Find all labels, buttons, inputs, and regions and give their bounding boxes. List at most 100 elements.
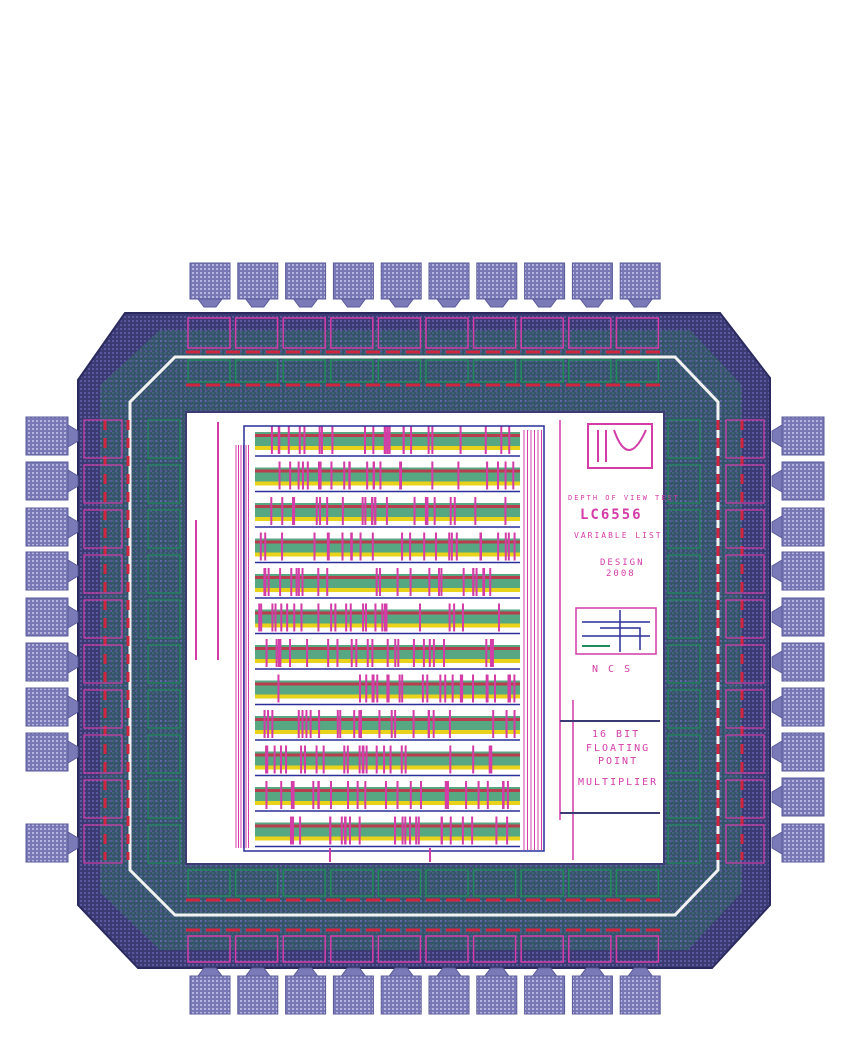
io-cell (520, 317, 564, 349)
io-cell (615, 317, 660, 349)
bond-pad-top (237, 262, 279, 308)
io-cell (83, 509, 123, 549)
io-cell (377, 317, 422, 349)
io-cell (234, 317, 279, 349)
bond-pad-right (771, 732, 825, 772)
io-cell (83, 554, 123, 594)
io-cell (472, 317, 517, 349)
label-divider (560, 720, 660, 722)
io-cell (667, 419, 701, 459)
io-cell (472, 869, 517, 897)
io-cell (187, 359, 231, 383)
standard-cell-row (255, 497, 520, 528)
io-cell (667, 599, 701, 639)
io-cell (147, 779, 181, 819)
standard-cell-row (255, 745, 520, 777)
bond-pad-top (619, 262, 661, 308)
io-cell (425, 869, 469, 897)
io-cell (425, 935, 469, 963)
bond-pad-bottom (237, 967, 279, 1015)
io-cell (83, 824, 123, 864)
bond-pad-left (25, 642, 79, 682)
bond-pad-top (189, 262, 231, 308)
bond-pad-right (771, 642, 825, 682)
bond-pad-bottom (619, 967, 661, 1015)
io-cell (83, 464, 123, 504)
io-cell (725, 644, 765, 684)
io-cell (568, 359, 612, 383)
test-structure-box (575, 607, 657, 655)
bond-pad-right (771, 597, 825, 637)
io-cell (282, 869, 326, 897)
bond-pad-top (571, 262, 613, 308)
io-cell (472, 359, 517, 383)
core-bus-frame (243, 425, 545, 852)
bond-pad-right (771, 687, 825, 727)
io-cell (520, 935, 564, 963)
bond-pad-left (25, 732, 79, 772)
io-cell (147, 554, 181, 594)
io-cell (615, 359, 660, 383)
bond-pad-bottom (189, 967, 231, 1015)
bond-pad-left (25, 507, 79, 547)
bond-pad-right (771, 551, 825, 591)
io-cell (83, 779, 123, 819)
standard-cell-row (255, 781, 520, 812)
io-cell (83, 734, 123, 774)
io-cell (725, 464, 765, 504)
io-cell (425, 359, 469, 383)
io-cell (725, 824, 765, 864)
bond-pad-right (771, 507, 825, 547)
io-cell (83, 599, 123, 639)
io-cell (147, 689, 181, 729)
io-cell (568, 869, 612, 897)
io-cell (330, 869, 374, 897)
io-cell (725, 554, 765, 594)
standard-cell-row (255, 532, 520, 564)
io-cell (667, 509, 701, 549)
bond-pad-bottom (428, 967, 470, 1015)
standard-cell-row (255, 674, 520, 706)
io-cell (282, 359, 326, 383)
io-cell (667, 644, 701, 684)
bond-pad-left (25, 597, 79, 637)
standard-cell-row (255, 816, 520, 848)
io-cell (147, 734, 181, 774)
io-cell (187, 869, 231, 897)
bond-pad-bottom (476, 967, 518, 1015)
bond-pad-top (524, 262, 566, 308)
bond-pad-top (285, 262, 327, 308)
label-line-d: 2008 (606, 569, 636, 579)
chip-name-label: LC6556 (580, 507, 643, 523)
bond-pads (25, 262, 825, 1015)
logo-block (587, 423, 653, 469)
io-cell (725, 509, 765, 549)
io-cell (147, 599, 181, 639)
bond-pad-right (771, 461, 825, 501)
io-cell (568, 935, 612, 963)
label-line-c: DESIGN (600, 558, 645, 568)
standard-cell-row (255, 639, 520, 670)
io-cell (425, 317, 469, 349)
standard-cell-row (255, 426, 520, 457)
io-cell (83, 419, 123, 459)
bond-pad-bottom (380, 967, 422, 1015)
core-logic (255, 426, 520, 848)
io-cell (377, 359, 422, 383)
io-cell (147, 644, 181, 684)
power-rails (83, 317, 765, 963)
standard-cell-row (255, 710, 520, 741)
bond-pad-bottom (285, 967, 327, 1015)
io-cell (568, 317, 612, 349)
label-line-a: DEPTH OF VIEW TEST (568, 494, 680, 502)
io-cell (187, 935, 231, 963)
io-cell (615, 935, 660, 963)
bond-pad-left (25, 823, 79, 863)
io-cell (234, 359, 279, 383)
io-cell (147, 464, 181, 504)
io-cell (83, 689, 123, 729)
io-cell (330, 317, 374, 349)
bond-pad-right (771, 777, 825, 817)
label-line-b: VARIABLE LIST (574, 531, 663, 540)
guard-ring (128, 355, 720, 917)
